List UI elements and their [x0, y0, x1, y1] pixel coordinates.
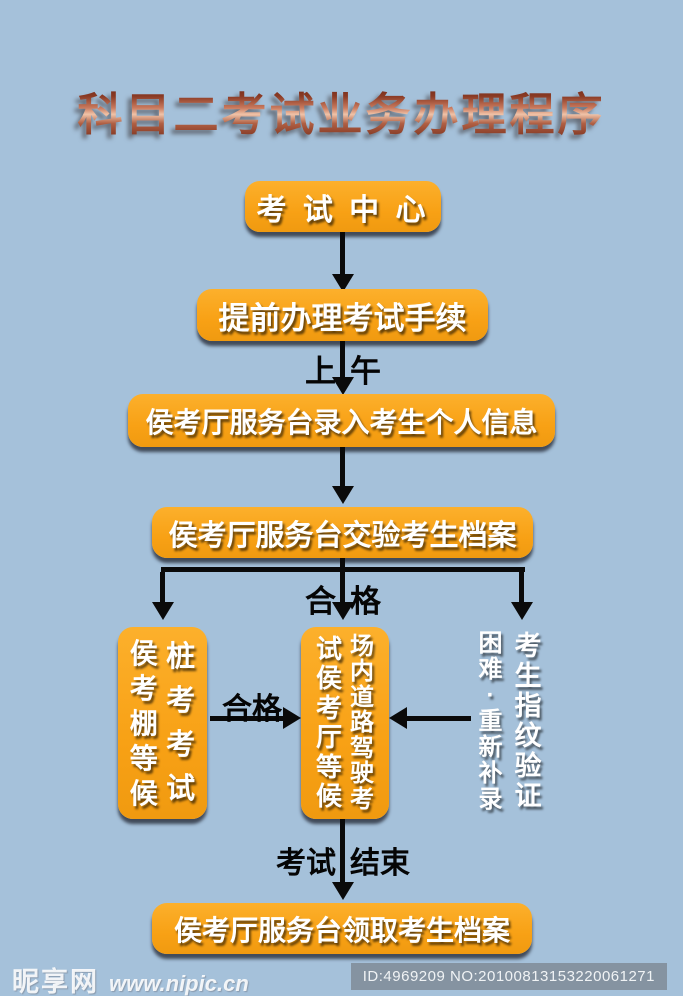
- edge-label-pass-right: 格: [350, 584, 381, 619]
- arrow-down-icon-3: [332, 486, 354, 504]
- edge-label-pass-left: 合: [305, 584, 336, 619]
- arrow-down-icon-branch-left: [152, 602, 174, 620]
- flow-node-register-info: 侯考厅服务台录入考生个人信息: [128, 394, 555, 447]
- fingerprint-col-left: 困难·重新补录: [478, 630, 503, 813]
- edge-label-morning-left: 上: [305, 354, 336, 389]
- arrow-down-icon-2: [332, 377, 354, 395]
- flow-node-collect-files: 侯考厅服务台领取考生档案: [152, 903, 532, 954]
- arrow-down-icon-branch-center: [332, 602, 354, 620]
- edge-label-pass-horizontal: 合格: [222, 693, 282, 726]
- page-title: 科目二考试业务办理程序: [0, 78, 683, 143]
- pile-exam-col-left: 侯考棚等候: [129, 637, 158, 809]
- arrow-line-2: [340, 341, 345, 379]
- flow-node-collect-files-label: 侯考厅服务台领取考生档案: [173, 914, 510, 946]
- arrow-line-end: [340, 819, 345, 884]
- edge-label-morning-right: 午: [350, 354, 381, 389]
- arrow-down-icon-branch-right: [511, 602, 533, 620]
- arrow-line-1: [340, 232, 345, 276]
- road-exam-col-right: 场内道路驾驶考: [350, 632, 375, 813]
- arrow-down-icon-1: [332, 274, 354, 292]
- fingerprint-col-right: 考生指纹验证: [514, 631, 542, 811]
- arrow-down-icon-end: [332, 882, 354, 900]
- watermark: 昵享网 www.nipic.cn: [12, 960, 249, 996]
- pass-arrow-line: [210, 716, 284, 721]
- branch-stub-line: [340, 558, 345, 570]
- flow-node-road-exam: 试侯考厅等候 场内道路驾驶考: [301, 627, 389, 819]
- flow-node-exam-center: 考 试 中 心: [245, 181, 441, 232]
- watermark-url: www.nipic.cn: [109, 971, 249, 996]
- note-fingerprint: 困难·重新补录 考生指纹验证: [477, 631, 543, 821]
- flow-node-check-files: 侯考厅服务台交验考生档案: [152, 507, 533, 558]
- branch-horizontal-line: [161, 567, 525, 572]
- flow-node-pre-process: 提前办理考试手续: [197, 289, 488, 341]
- arrow-left-icon-fingerprint: [389, 707, 407, 729]
- flow-node-check-files-label: 侯考厅服务台交验考生档案: [168, 519, 517, 552]
- edge-label-exam-end-right: 结束: [350, 847, 410, 880]
- branch-center-line: [340, 572, 345, 604]
- flow-node-exam-center-label: 考 试 中 心: [256, 193, 430, 227]
- arrow-line-3: [340, 447, 345, 488]
- watermark-logo: 昵享网: [12, 967, 99, 996]
- branch-right-line: [519, 572, 524, 604]
- flow-node-pile-exam: 侯考棚等候 桩考考试: [118, 627, 207, 819]
- pile-exam-col-right: 桩考考试: [166, 641, 196, 805]
- fingerprint-arrow-line: [406, 716, 471, 721]
- flow-node-register-info-label: 侯考厅服务台录入考生个人信息: [145, 406, 538, 438]
- id-badge: ID:4969209 NO:20100813153220061271: [350, 963, 667, 990]
- id-badge-text: ID:4969209 NO:20100813153220061271: [362, 968, 655, 985]
- edge-label-exam-end-left: 考试: [276, 847, 336, 880]
- road-exam-col-left: 试侯考厅等候: [316, 633, 343, 811]
- flow-node-pre-process-label: 提前办理考试手续: [218, 300, 467, 336]
- arrow-right-icon-pass: [283, 707, 301, 729]
- branch-left-line: [160, 572, 165, 604]
